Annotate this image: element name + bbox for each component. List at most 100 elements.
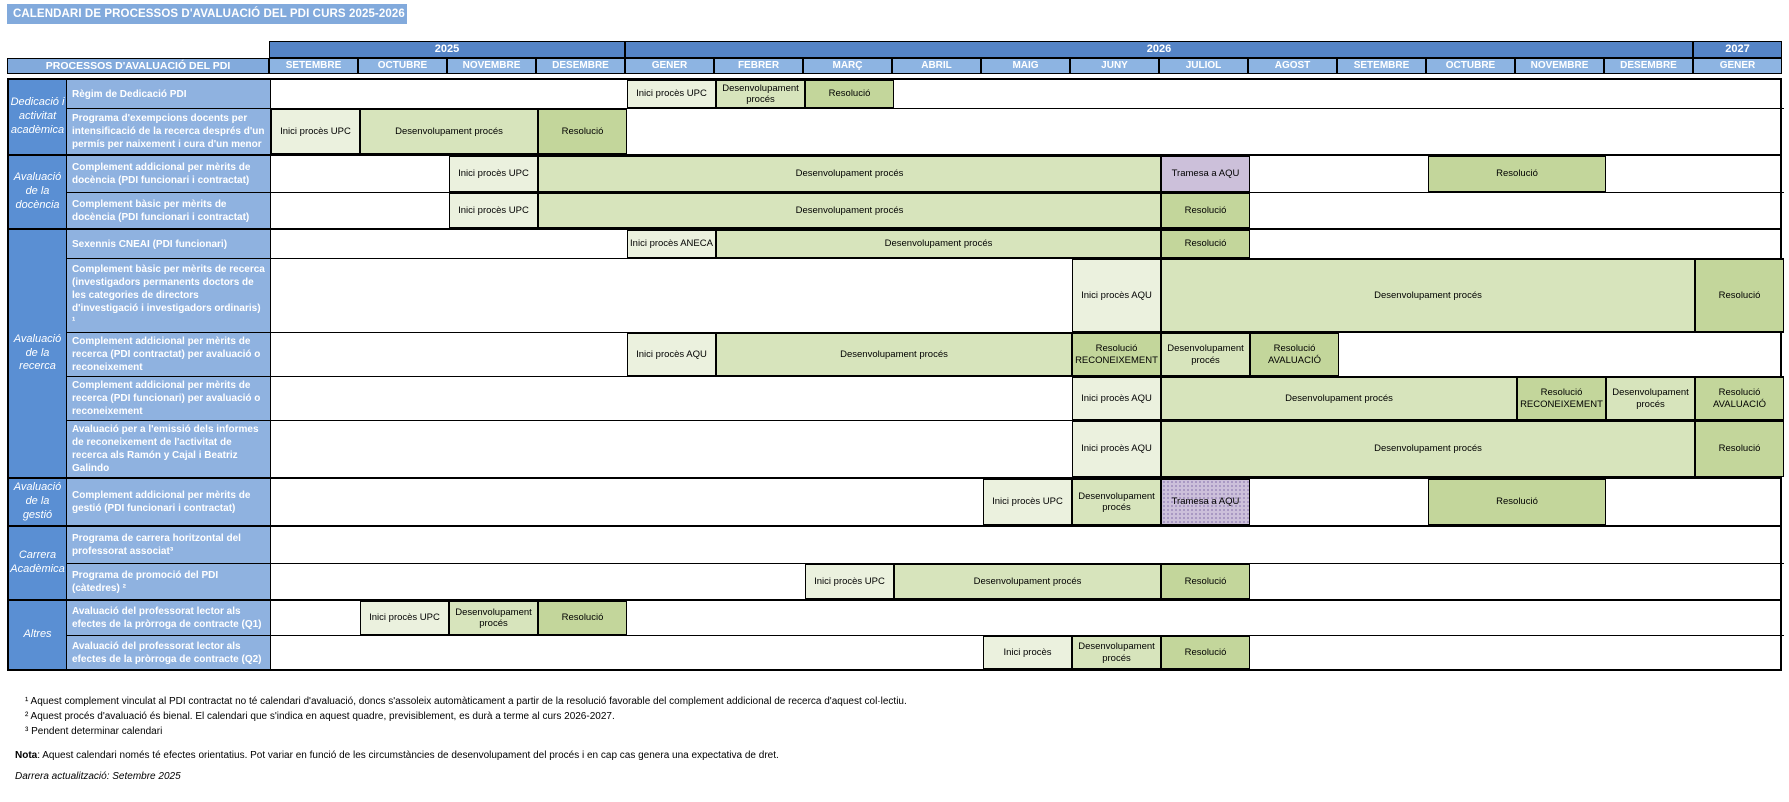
- process-name: Sexennis CNEAI (PDI funcionari): [67, 230, 271, 258]
- empty-cell: [271, 636, 983, 669]
- table-row: Programa d'exempcions docents per intens…: [67, 108, 1784, 154]
- process-name: Complement addicional per mèrits de rece…: [67, 333, 271, 376]
- group-rows: Complement addicional per mèrits de docè…: [67, 156, 1784, 228]
- phase-bar: Inici procès AQU: [1072, 421, 1161, 477]
- phase-bar: Inici procès ANECA: [627, 230, 716, 258]
- table-row: Programa de carrera horitzontal del prof…: [67, 527, 1784, 563]
- group-label: Avaluació de la recerca: [9, 230, 67, 477]
- phase-bar: Tramesa a AQU: [1161, 156, 1250, 192]
- phase-bar: Resolució RECONEIXEMENT: [1517, 377, 1606, 420]
- table-row: Complement addicional per mèrits de rece…: [67, 332, 1784, 376]
- empty-cell: [1250, 564, 1784, 599]
- phase-bar: Inici procès UPC: [983, 479, 1072, 525]
- phase-bar: Inici procès UPC: [449, 156, 538, 192]
- month-cell: OCTUBRE: [358, 58, 447, 74]
- table-row: Complement addicional per mèrits de rece…: [67, 376, 1784, 420]
- empty-cell: [271, 527, 1784, 563]
- process-name: Complement addicional per mèrits de docè…: [67, 156, 271, 192]
- empty-cell: [271, 230, 627, 258]
- process-name: Programa de promoció del PDI (càtedres) …: [67, 564, 271, 599]
- month-cell: GENER: [1693, 58, 1782, 74]
- phase-bar: Resolució: [1695, 259, 1784, 332]
- process-name: Avaluació del professorat lector als efe…: [67, 601, 271, 635]
- last-updated: Darrera actualització: Setembre 2025: [15, 771, 181, 782]
- phase-bar: Inici procès AQU: [1072, 259, 1161, 332]
- month-cell: JUNY: [1070, 58, 1159, 74]
- group-label: Avaluació de la gestió: [9, 479, 67, 525]
- process-name: Avaluació per a l'emissió dels informes …: [67, 421, 271, 477]
- year-cell: 2026: [625, 41, 1693, 58]
- month-cell: NOVEMBRE: [1515, 58, 1604, 74]
- month-cell: DESEMBRE: [536, 58, 625, 74]
- month-cell: AGOST: [1248, 58, 1337, 74]
- table-row: Complement bàsic per mèrits de docència …: [67, 192, 1784, 228]
- process-name: Complement bàsic per mèrits de recerca (…: [67, 259, 271, 332]
- footnote: ¹ Aquest complement vinculat al PDI cont…: [25, 696, 907, 707]
- group-rows: Avaluació del professorat lector als efe…: [67, 601, 1784, 669]
- phase-bar: Resolució RECONEIXEMENT: [1072, 333, 1161, 376]
- month-cell: NOVEMBRE: [447, 58, 536, 74]
- group-label: Dedicació i activitat acadèmica: [9, 80, 67, 154]
- phase-bar: Desenvolupament procés: [538, 193, 1161, 228]
- phase-bar: Desenvolupament procés: [716, 230, 1161, 258]
- empty-cell: [271, 259, 1072, 332]
- phase-bar: Resolució AVALUACIÓ: [1250, 333, 1339, 376]
- phase-bar: Inici procès: [983, 636, 1072, 669]
- year-row-spacer: [7, 41, 269, 58]
- empty-cell: [271, 333, 627, 376]
- table-row: Complement addicional per mèrits de docè…: [67, 156, 1784, 192]
- phase-bar: Desenvolupament procés: [894, 564, 1161, 599]
- empty-cell: [1250, 479, 1428, 525]
- process-name: Complement addicional per mèrits de rece…: [67, 377, 271, 420]
- process-name: Programa de carrera horitzontal del prof…: [67, 527, 271, 563]
- phase-bar: Desenvolupament procés: [360, 109, 538, 154]
- processes-header: PROCESSOS D'AVALUACIÓ DEL PDI: [7, 58, 269, 74]
- empty-cell: [1606, 479, 1784, 525]
- empty-cell: [627, 109, 1784, 154]
- phase-bar: Desenvolupament procés: [1161, 333, 1250, 376]
- phase-bar: Desenvolupament procés: [1161, 259, 1695, 332]
- table-row: Avaluació del professorat lector als efe…: [67, 635, 1784, 669]
- phase-bar: Desenvolupament procés: [1161, 377, 1517, 420]
- process-name: Complement bàsic per mèrits de docència …: [67, 193, 271, 228]
- phase-bar: Resolució: [1161, 636, 1250, 669]
- month-cell: JULIOL: [1159, 58, 1248, 74]
- row-cells: [271, 527, 1784, 563]
- year-cell: 2025: [269, 41, 625, 58]
- group-rows: Complement addicional per mèrits de gest…: [67, 479, 1784, 525]
- table-row: Avaluació per a l'emissió dels informes …: [67, 420, 1784, 477]
- empty-cell: [1250, 636, 1784, 669]
- phase-bar: Tramesa a AQU: [1161, 479, 1250, 525]
- process-name: Règim de Dedicació PDI: [67, 80, 271, 108]
- group-label: Carrera Acadèmica: [9, 527, 67, 599]
- phase-bar: Inici procès AQU: [1072, 377, 1161, 420]
- phase-bar: Desenvolupament procés: [1072, 479, 1161, 525]
- table-row: Avaluació del professorat lector als efe…: [67, 601, 1784, 635]
- process-name: Programa d'exempcions docents per intens…: [67, 109, 271, 154]
- group-label: Avaluació de la docència: [9, 156, 67, 228]
- note-text: : Aquest calendari només té efectes orie…: [37, 750, 779, 761]
- phase-bar: Resolució: [1695, 421, 1784, 477]
- empty-cell: [1250, 230, 1784, 258]
- note-label: Nota: [15, 750, 38, 761]
- month-cell: FEBRER: [714, 58, 803, 74]
- phase-bar: Resolució: [1161, 230, 1250, 258]
- empty-cell: [1606, 156, 1784, 192]
- group-rows: Programa de carrera horitzontal del prof…: [67, 527, 1784, 599]
- phase-bar: Desenvolupament procés: [1072, 636, 1161, 669]
